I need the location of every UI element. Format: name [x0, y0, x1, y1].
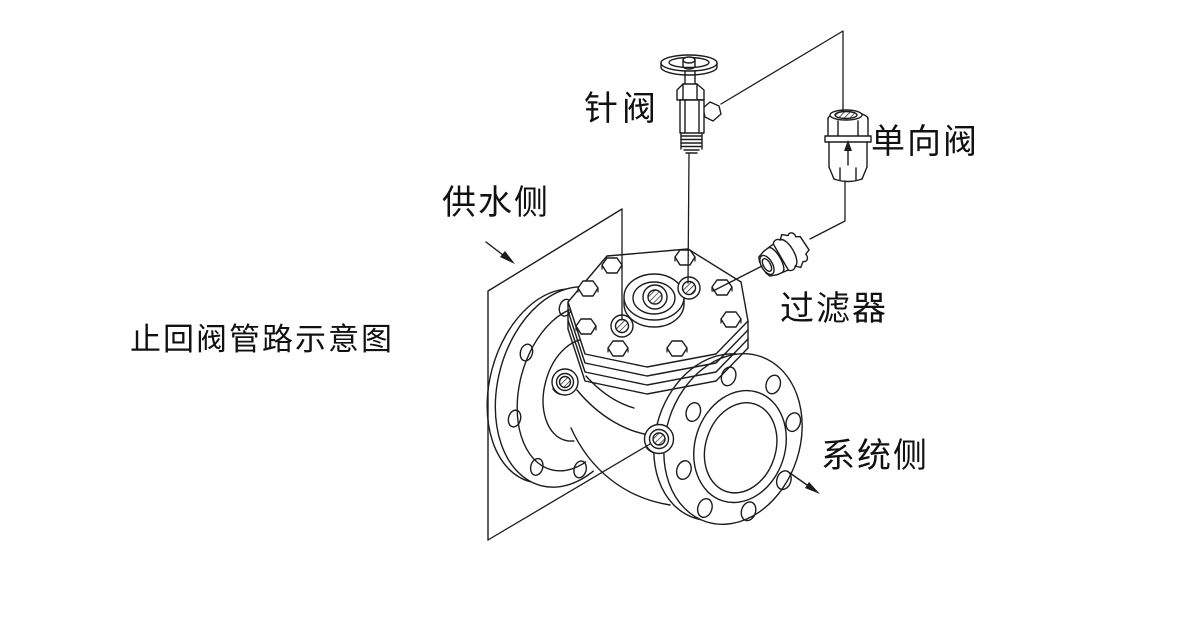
bonnet-port-right — [677, 276, 701, 300]
bonnet-center-boss — [623, 273, 685, 328]
sensing-lines — [487, 30, 846, 541]
valve-bonnet — [567, 248, 749, 395]
strainer-fitting — [758, 232, 810, 277]
system-side-arrow — [789, 472, 820, 494]
supply-plane-panel — [487, 208, 623, 541]
body-port-front — [643, 423, 675, 455]
check-valve-fitting — [824, 109, 872, 183]
strainer-label: 过滤器 — [780, 291, 888, 328]
diagram-title: 止回阀管路示意图 — [130, 322, 394, 357]
needle-valve-fitting — [660, 54, 722, 154]
system-side-label: 系统侧 — [821, 438, 929, 475]
supply-side-arrow — [485, 241, 515, 264]
check-valve-label: 单向阀 — [871, 124, 979, 161]
body-port-rear — [551, 368, 579, 396]
system-flange — [653, 353, 803, 525]
needle-valve-label: 针阀 — [584, 91, 660, 128]
supply-side-label: 供水侧 — [442, 185, 550, 222]
